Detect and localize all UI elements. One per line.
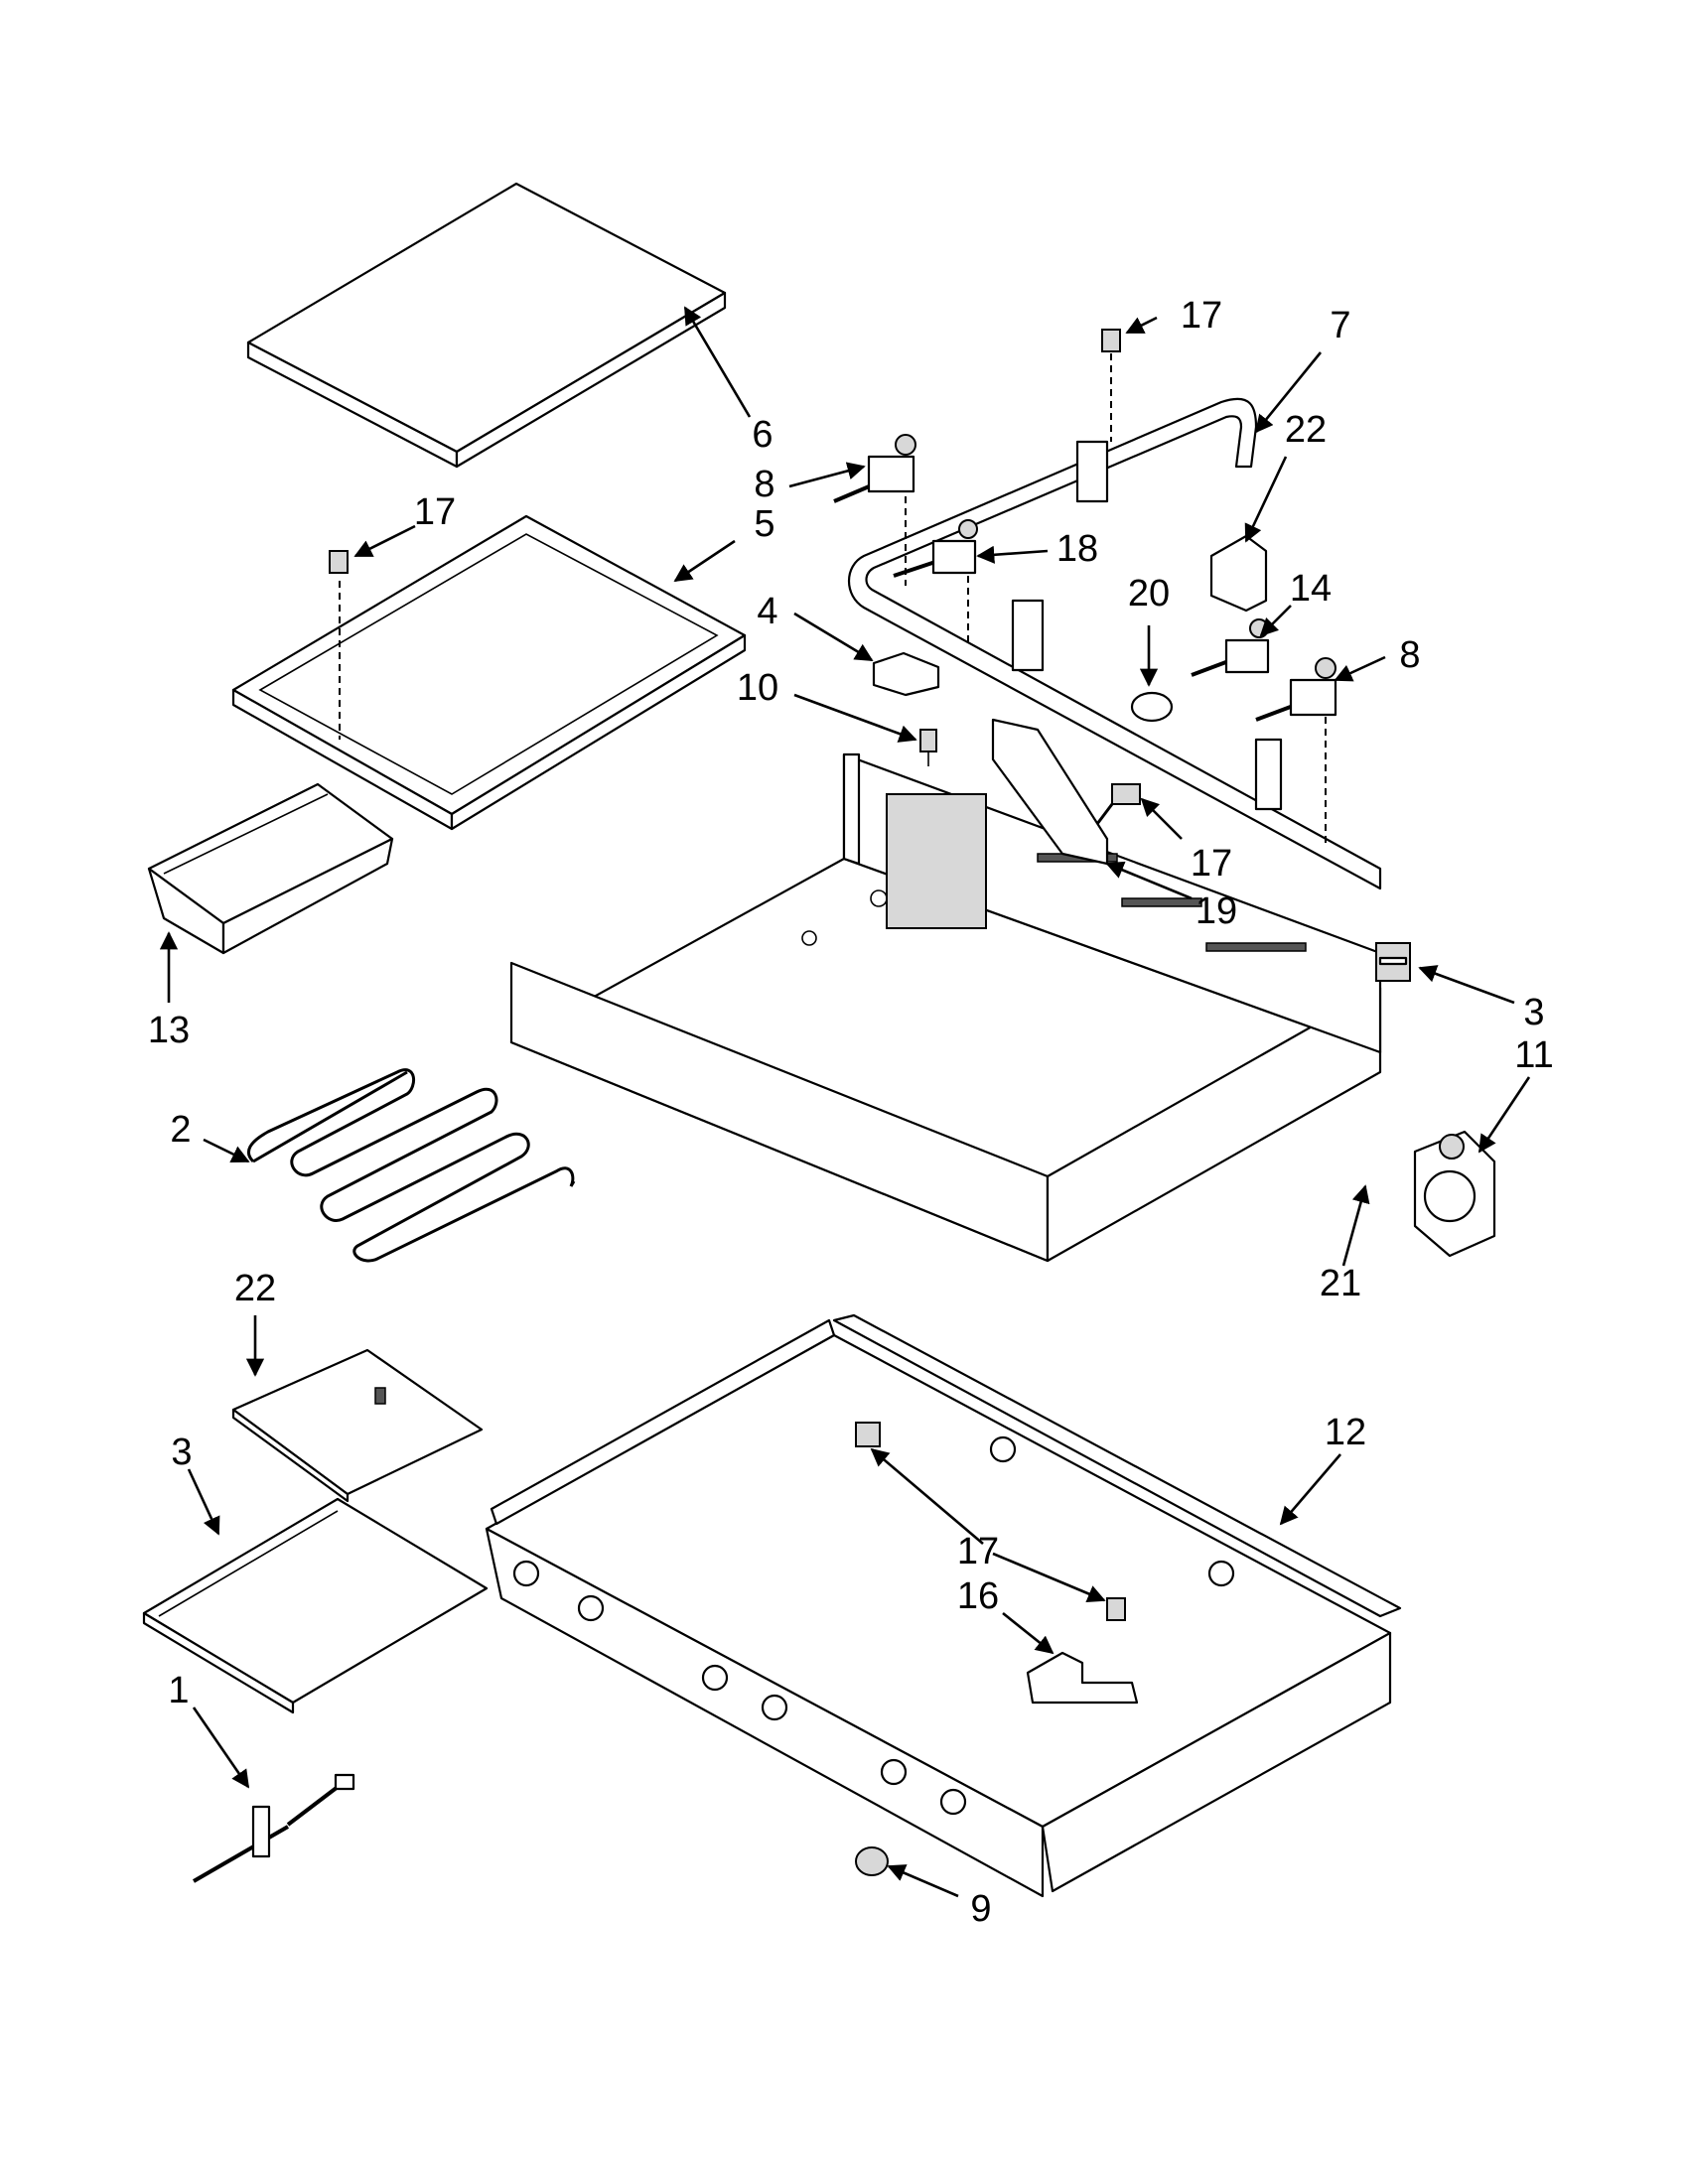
callout-14: 14 bbox=[1290, 568, 1332, 610]
callout-22: 22 bbox=[234, 1268, 276, 1309]
callout-3: 3 bbox=[171, 1432, 192, 1473]
part-valve-8-lower bbox=[1255, 657, 1337, 722]
part-screw-17-lower bbox=[855, 1422, 1126, 1621]
part-grease-tray bbox=[147, 782, 394, 955]
callout-19: 19 bbox=[1196, 890, 1237, 932]
part-screw-17-bracket bbox=[1095, 783, 1141, 825]
part-cover-plate-lower bbox=[231, 1348, 484, 1503]
part-valve-14 bbox=[1191, 618, 1270, 677]
callout-9: 9 bbox=[970, 1888, 991, 1930]
part-screw-17-frame bbox=[329, 550, 349, 574]
part-griddle-plate bbox=[246, 182, 727, 469]
callout-6: 6 bbox=[752, 414, 773, 456]
callout-20: 20 bbox=[1128, 573, 1170, 614]
leader-lines bbox=[159, 306, 1531, 1898]
part-clip bbox=[872, 651, 940, 697]
callout-17: 17 bbox=[957, 1531, 999, 1572]
part-valve-18 bbox=[893, 519, 978, 578]
callout-2: 2 bbox=[170, 1109, 191, 1151]
callout-11: 11 bbox=[1514, 1034, 1553, 1076]
part-regulator bbox=[1413, 1130, 1496, 1258]
part-screw-10 bbox=[919, 729, 937, 766]
part-tray-frame bbox=[231, 514, 747, 831]
part-valve-8-upper bbox=[833, 434, 916, 503]
callout-12: 12 bbox=[1325, 1412, 1366, 1453]
callout-8: 8 bbox=[1399, 634, 1420, 676]
part-shelf bbox=[142, 1497, 489, 1714]
callout-16: 16 bbox=[957, 1575, 999, 1617]
part-manifold bbox=[848, 397, 1382, 890]
part-screw-17-upper bbox=[1101, 329, 1121, 352]
callout-labels: 6 17 7 22 8 17 5 18 4 20 14 10 8 17 19 1… bbox=[148, 295, 1554, 1930]
callout-1: 1 bbox=[168, 1670, 189, 1711]
callout-7: 7 bbox=[1330, 305, 1350, 346]
callout-17: 17 bbox=[1181, 295, 1222, 337]
callout-10: 10 bbox=[737, 667, 778, 709]
callout-22: 22 bbox=[1285, 409, 1327, 451]
part-heating-element bbox=[247, 1068, 576, 1263]
callout-21: 21 bbox=[1320, 1263, 1361, 1304]
part-disc bbox=[1130, 691, 1174, 723]
callout-4: 4 bbox=[757, 591, 777, 632]
part-housing-pan bbox=[509, 752, 1382, 1263]
part-igniter-probe bbox=[192, 1773, 355, 1883]
part-fitting bbox=[1375, 942, 1411, 982]
callout-3: 3 bbox=[1523, 992, 1544, 1033]
callout-5: 5 bbox=[754, 503, 774, 545]
part-foot bbox=[855, 1846, 889, 1876]
callout-13: 13 bbox=[148, 1010, 190, 1051]
part-bracket-upper bbox=[1209, 534, 1268, 613]
callout-17: 17 bbox=[1191, 843, 1232, 885]
part-bracket-16 bbox=[1026, 1651, 1139, 1705]
callout-18: 18 bbox=[1056, 528, 1098, 570]
part-base-pan bbox=[485, 1313, 1402, 1898]
callout-8: 8 bbox=[754, 464, 774, 505]
callout-17: 17 bbox=[414, 491, 456, 533]
